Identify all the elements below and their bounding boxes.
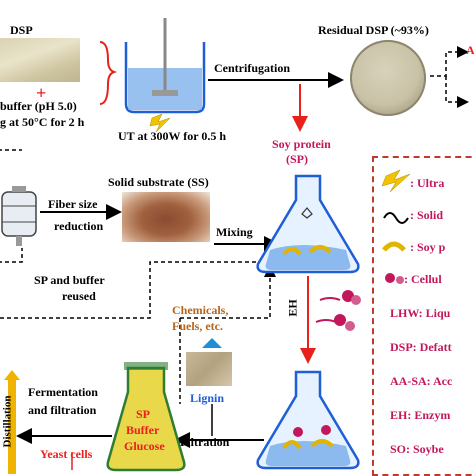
- lightning-icon: [149, 113, 171, 133]
- solid-substrate-label: Solid substrate (SS): [108, 175, 209, 189]
- brace: [99, 41, 118, 105]
- legend-item-0: : Ultra: [410, 176, 445, 190]
- distillation-label: Distillation: [1, 395, 14, 448]
- eh-label: EH: [285, 299, 300, 317]
- eh-flask-icon: [256, 370, 360, 470]
- distillation-arrow: [4, 370, 20, 474]
- filtration-label: Filtration: [180, 435, 230, 449]
- yeast-label: Yeast cells: [40, 447, 93, 461]
- reused-label: reused: [62, 289, 96, 303]
- wave-icon: [383, 212, 409, 224]
- dsp-photo: [0, 38, 80, 82]
- residual-a-label: A: [466, 43, 474, 57]
- fermentation-label: Fermentation: [28, 385, 98, 399]
- legend-item-5: DSP: Defatt: [390, 340, 452, 354]
- legend-box: : Ultra : Solid : Soy p : Cellul LHW: Li…: [372, 156, 474, 476]
- reactor-icon: [1, 186, 37, 246]
- fuels-label: Fuels, etc.: [172, 319, 223, 333]
- temp-time-label: g at 50°C for 2 h: [0, 115, 85, 129]
- legend-item-7: EH: Enzym: [390, 408, 451, 422]
- reduction-label: reduction: [54, 219, 104, 233]
- legend-icons: [381, 169, 411, 284]
- residual-dsp-label: Residual DSP (~93%): [318, 23, 429, 37]
- flask-buffer-label: Buffer: [126, 423, 160, 437]
- plus-sign: +: [36, 83, 47, 103]
- residual-dsp-photo: [350, 40, 426, 116]
- legend-item-1: : Solid: [410, 208, 444, 222]
- sp-buffer-label: SP and buffer: [34, 273, 105, 287]
- cellulase-icon: [385, 273, 404, 284]
- lightning-icon: [381, 169, 411, 193]
- ut-label: UT at 300W for 0.5 h: [118, 129, 227, 143]
- glucose-flask-icon: [106, 362, 186, 472]
- beaker-icon: [124, 18, 206, 114]
- centrifugation-label: Centrifugation: [214, 61, 290, 75]
- dsp-label: DSP: [10, 23, 33, 37]
- legend-item-4: LHW: Liqu: [390, 306, 451, 320]
- protein-icon: [382, 241, 406, 252]
- flask-glucose-label: Glucose: [124, 439, 165, 453]
- buffer-label: buffer (pH 5.0): [0, 99, 77, 113]
- lignin-photo: [186, 352, 232, 386]
- reuse-dashed-line: [0, 261, 270, 319]
- legend-item-6: AA-SA: Acc: [390, 374, 453, 388]
- mixing-label: Mixing: [216, 225, 253, 239]
- mixing-flask-icon: [256, 174, 360, 274]
- arrow-up-chemicals: [202, 338, 222, 348]
- soy-protein-label: Soy protein: [272, 137, 331, 151]
- legend-item-2: : Soy p: [410, 240, 446, 254]
- fiber-size-label: Fiber size: [48, 197, 98, 211]
- soy-protein-abbr: (SP): [286, 152, 308, 166]
- lignin-label: Lignin: [190, 391, 225, 405]
- flask-sp-label: SP: [136, 407, 151, 421]
- cellulase-icon: [315, 290, 361, 331]
- solid-substrate-photo: [122, 192, 210, 242]
- legend-item-3: : Cellul: [404, 272, 442, 286]
- chemicals-label: Chemicals,: [172, 303, 229, 317]
- filtration-sub-label: and filtration: [28, 403, 97, 417]
- legend-item-8: SO: Soybe: [390, 442, 444, 456]
